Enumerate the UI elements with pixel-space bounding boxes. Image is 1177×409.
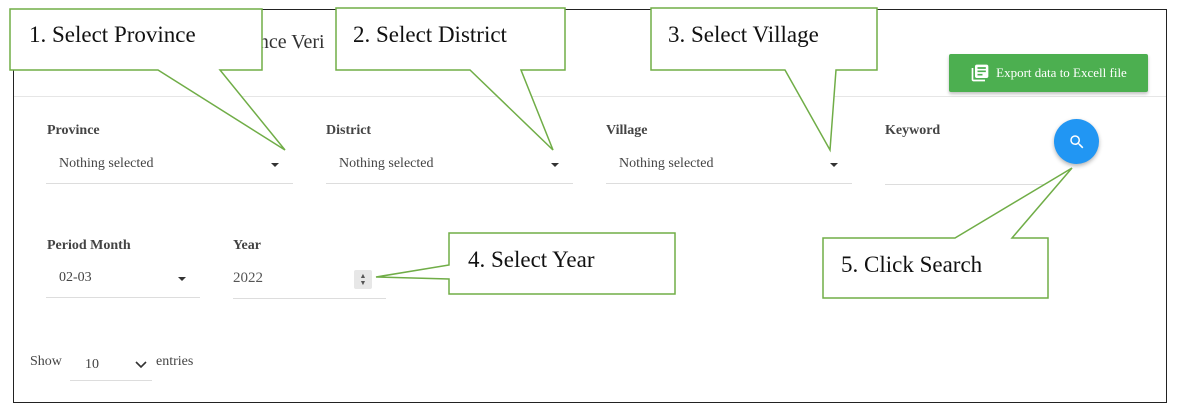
period-month-label: Period Month: [47, 238, 131, 253]
page-title: ance Veri: [250, 31, 325, 53]
spin-up-icon[interactable]: ▲: [359, 271, 367, 280]
village-value: Nothing selected: [619, 156, 714, 171]
period-month-value: 02-03: [59, 270, 92, 285]
entries-label: entries: [156, 354, 194, 369]
entries-length-select[interactable]: 10: [70, 350, 152, 381]
export-excel-button[interactable]: Export data to Excell file: [949, 54, 1148, 92]
district-select[interactable]: Nothing selected: [326, 150, 573, 184]
keyword-input[interactable]: [885, 152, 1055, 185]
callout-step1: 1. Select Province: [29, 22, 196, 47]
chevron-down-icon: [135, 361, 147, 369]
village-select[interactable]: Nothing selected: [606, 150, 852, 184]
district-value: Nothing selected: [339, 156, 434, 171]
district-label: District: [326, 123, 372, 138]
show-label: Show: [30, 354, 62, 369]
callout-step2: 2. Select District: [353, 22, 507, 47]
callout-step4: 4. Select Year: [468, 247, 595, 272]
year-value: 2022: [233, 270, 263, 286]
callout-step5: 5. Click Search: [841, 252, 983, 277]
province-select[interactable]: Nothing selected: [46, 150, 293, 184]
search-button[interactable]: [1054, 119, 1099, 164]
province-value: Nothing selected: [59, 156, 154, 171]
province-label: Province: [47, 123, 100, 138]
header-divider: [14, 96, 1166, 97]
year-input[interactable]: 2022 ▲ ▼: [233, 263, 386, 299]
callout-step3: 3. Select Village: [668, 22, 819, 47]
village-label: Village: [606, 123, 648, 138]
caret-down-icon: [271, 163, 279, 167]
caret-down-icon: [551, 163, 559, 167]
spin-down-icon[interactable]: ▼: [359, 278, 367, 287]
year-spinner[interactable]: ▲ ▼: [354, 270, 372, 289]
list-document-icon: [971, 64, 989, 82]
caret-down-icon: [178, 277, 186, 281]
keyword-label: Keyword: [885, 123, 941, 138]
caret-down-icon: [830, 163, 838, 167]
search-icon: [1069, 134, 1083, 148]
export-button-label: Export data to Excell file: [996, 65, 1127, 80]
entries-length-value: 10: [85, 357, 99, 372]
period-month-select[interactable]: 02-03: [46, 264, 200, 298]
year-label: Year: [233, 238, 261, 253]
